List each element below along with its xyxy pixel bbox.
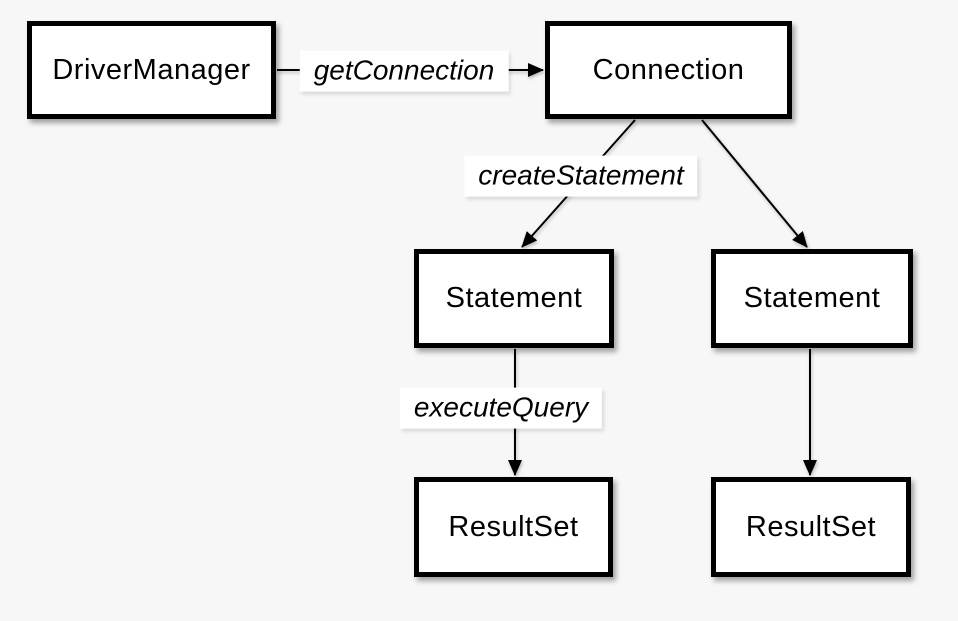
node-label: ResultSet xyxy=(448,510,579,543)
edge-label-createStatement: createStatement xyxy=(464,155,698,197)
node-driver-manager: DriverManager xyxy=(27,21,276,119)
node-label: Statement xyxy=(743,282,881,314)
node-label: Connection xyxy=(592,53,745,86)
edge-label-getConnection: getConnection xyxy=(299,50,509,92)
node-label: Statement xyxy=(445,282,583,314)
node-connection: Connection xyxy=(545,21,792,119)
node-resultset-right: ResultSet xyxy=(711,477,911,577)
node-label: ResultSet xyxy=(745,510,877,543)
node-statement-left: Statement xyxy=(414,249,614,348)
edge-label-executeQuery: executeQuery xyxy=(399,387,603,429)
node-resultset-left: ResultSet xyxy=(414,477,613,577)
node-statement-right: Statement xyxy=(711,249,913,348)
node-label: DriverManager xyxy=(52,53,251,86)
edge-connection-to-statement-right xyxy=(701,119,808,248)
